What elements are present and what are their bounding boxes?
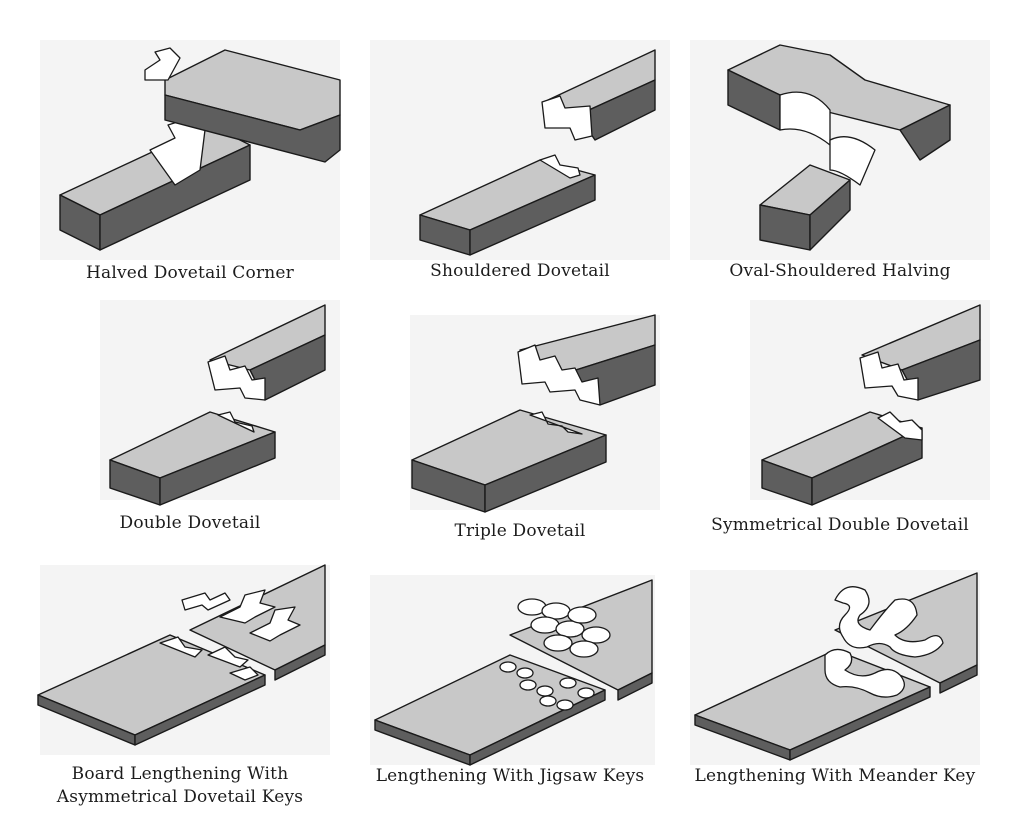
double-dovetail-illustration xyxy=(100,300,340,506)
caption-lengthening-jigsaw: Lengthening With Jigsaw Keys xyxy=(375,766,645,786)
caption-board-lengthening-asym: Board Lengthening With Asymmetrical Dove… xyxy=(56,764,304,807)
caption-shouldered-dovetail: Shouldered Dovetail xyxy=(430,261,610,281)
panel-double-dovetail: Double Dovetail xyxy=(40,300,340,560)
caption-symmetrical-double-dovetail: Symmetrical Double Dovetail xyxy=(711,515,969,535)
panel-lengthening-jigsaw: Lengthening With Jigsaw Keys xyxy=(360,555,660,815)
triple-dovetail-illustration xyxy=(410,314,660,513)
halved-dovetail-corner-illustration xyxy=(40,40,341,260)
panel-halved-dovetail-corner: Halved Dovetail Corner xyxy=(40,40,341,300)
panel-symmetrical-double-dovetail: Symmetrical Double Dovetail xyxy=(690,300,990,560)
lengthening-jigsaw-illustration xyxy=(370,575,655,766)
panel-board-lengthening-asym: Board Lengthening With Asymmetrical Dove… xyxy=(30,555,330,815)
caption-oval-shouldered-halving: Oval-Shouldered Halving xyxy=(729,261,951,281)
board-lengthening-asym-illustration xyxy=(37,564,330,755)
symmetrical-double-dovetail-illustration xyxy=(750,300,990,506)
shouldered-dovetail-illustration xyxy=(370,40,670,260)
lengthening-meander-illustration xyxy=(690,570,980,765)
caption-lengthening-meander: Lengthening With Meander Key xyxy=(694,766,976,786)
caption-halved-dovetail-corner: Halved Dovetail Corner xyxy=(85,263,295,283)
caption-double-dovetail: Double Dovetail xyxy=(119,513,261,533)
caption-triple-dovetail: Triple Dovetail xyxy=(454,521,586,541)
panel-oval-shouldered-halving: Oval-Shouldered Halving xyxy=(690,40,990,300)
panel-shouldered-dovetail: Shouldered Dovetail xyxy=(370,40,670,300)
oval-shouldered-halving-illustration xyxy=(690,40,990,260)
panel-triple-dovetail: Triple Dovetail xyxy=(370,300,670,560)
panel-lengthening-meander: Lengthening With Meander Key xyxy=(685,555,985,815)
